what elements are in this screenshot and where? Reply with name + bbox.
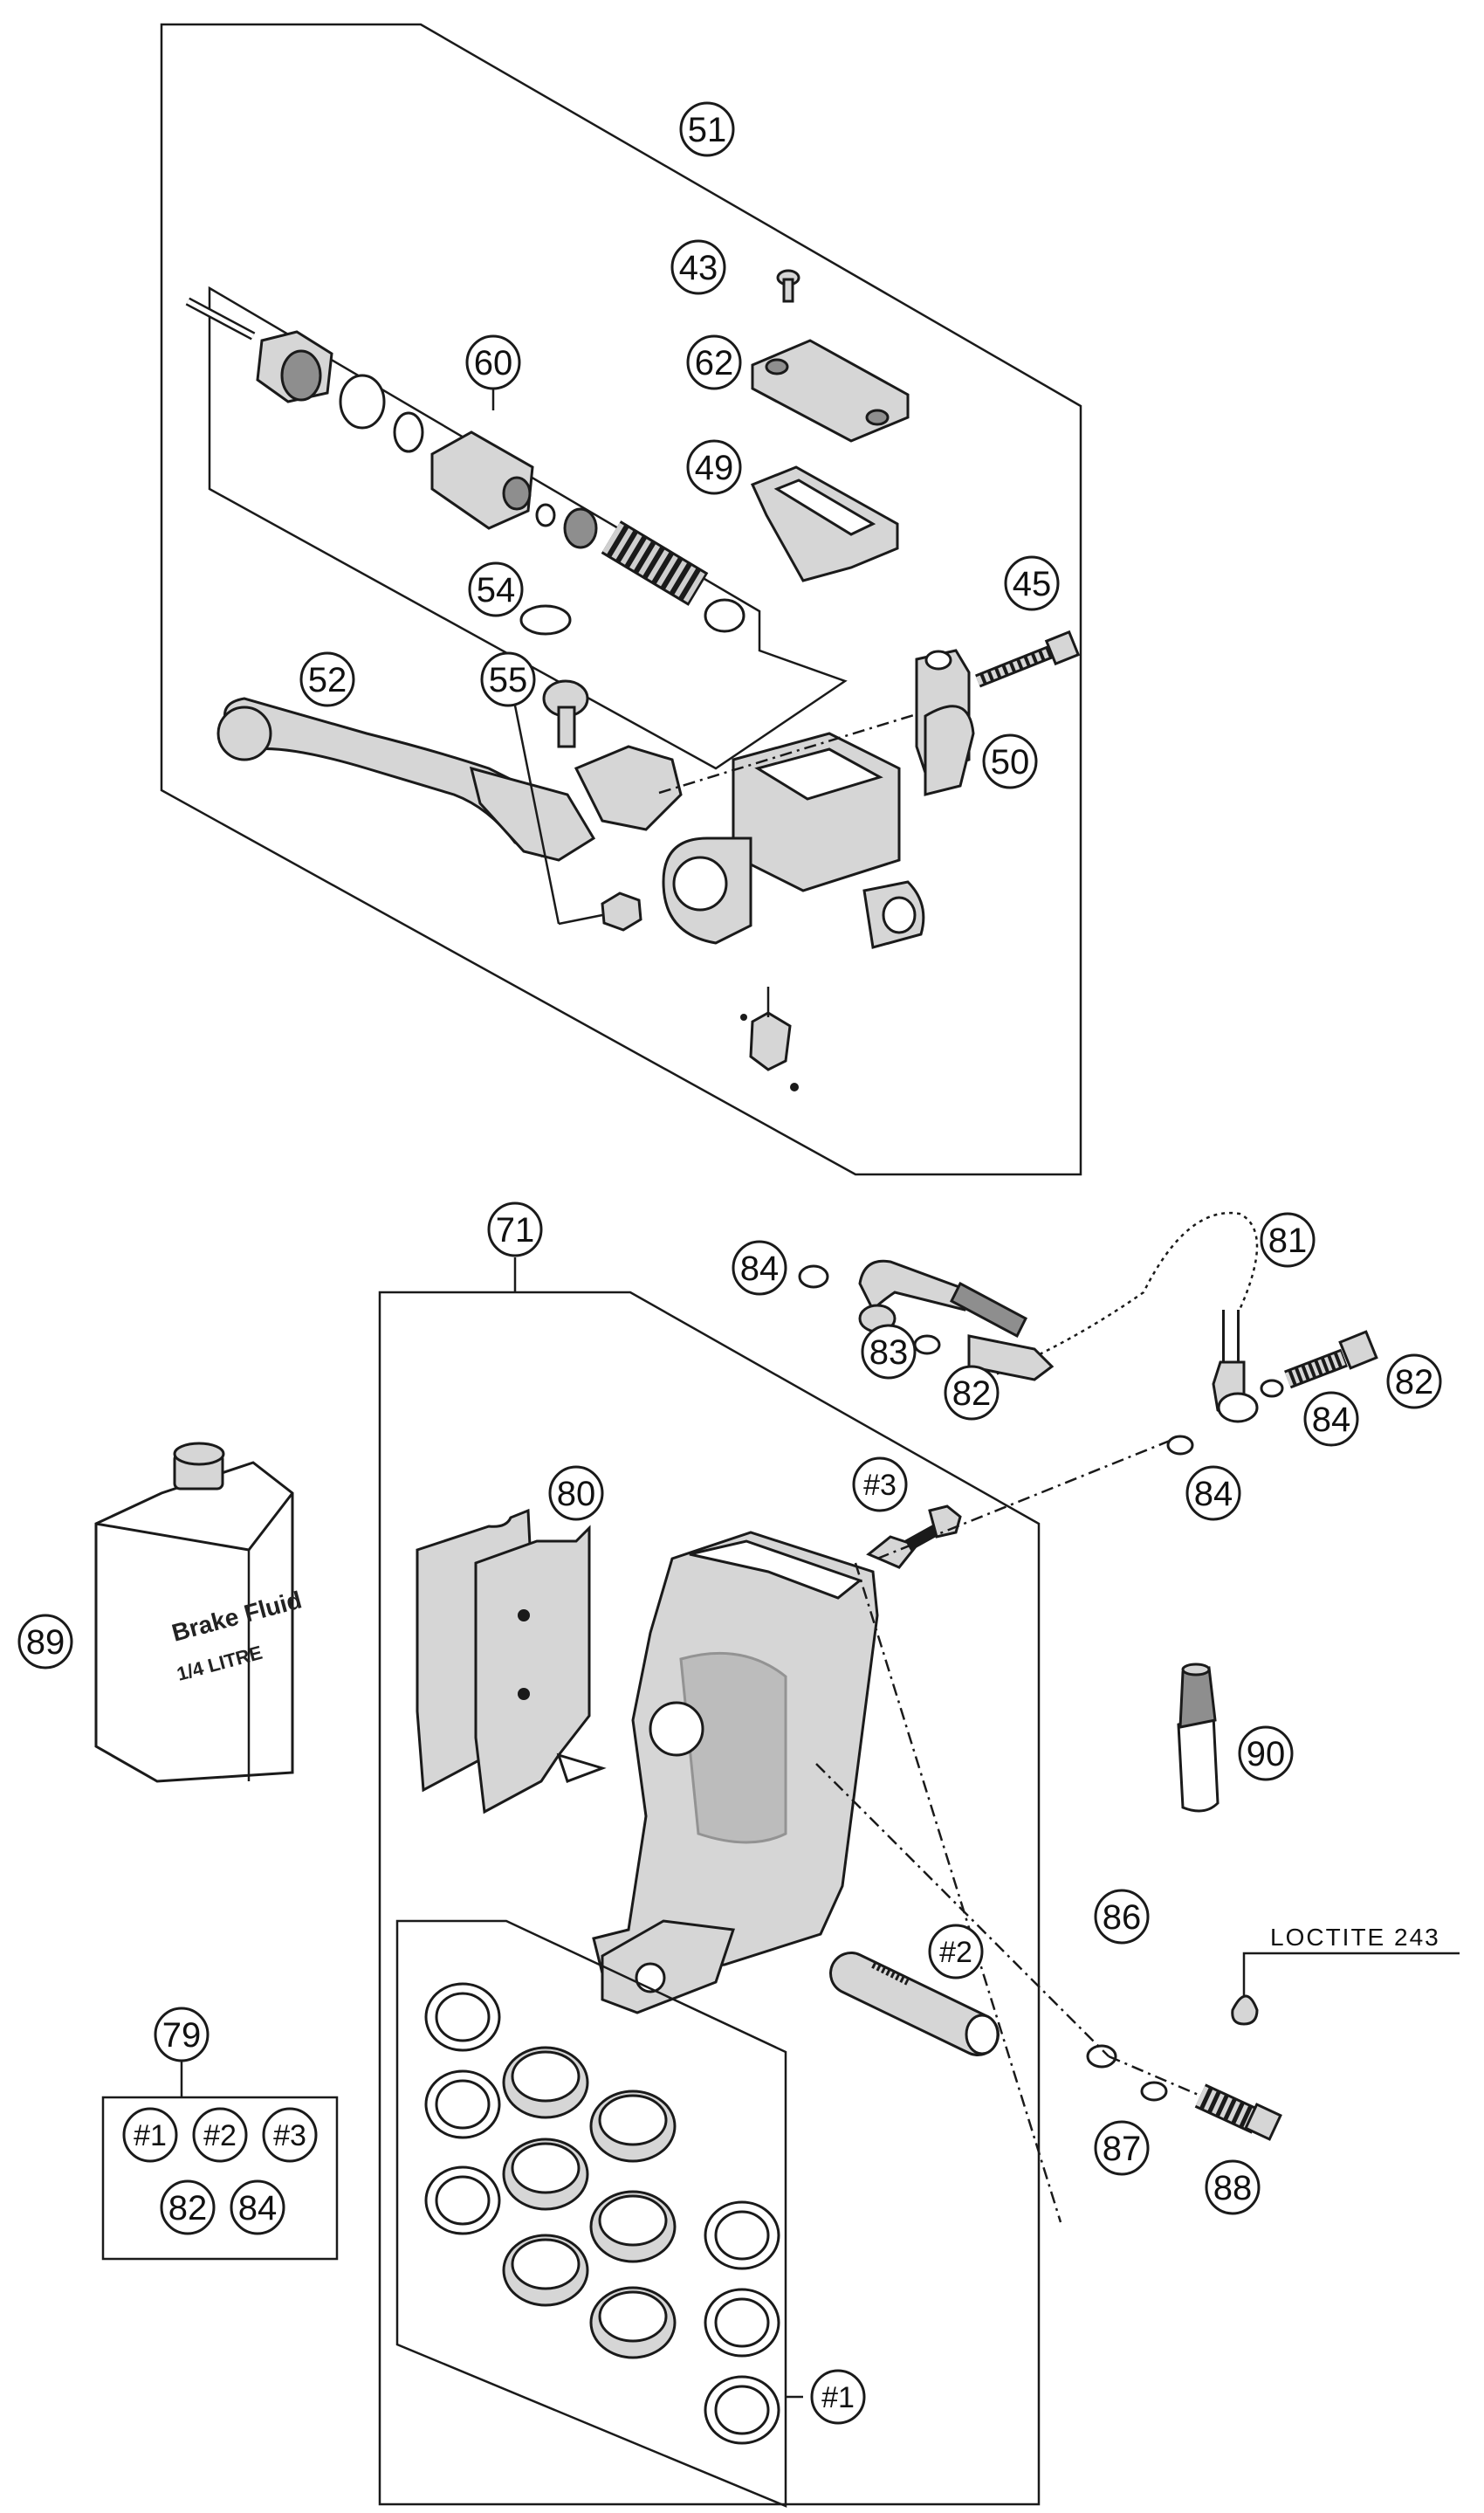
callout-43-text: 43	[679, 249, 718, 287]
callout-79: 79	[154, 2007, 210, 2062]
leader-55	[513, 705, 560, 925]
callout-90-text: 90	[1247, 1735, 1286, 1773]
callout-82-b: 82	[1386, 1353, 1442, 1409]
kit-item-1: #1	[122, 2107, 178, 2163]
kit-item-3: #3	[262, 2107, 318, 2163]
piston-kit-frame	[208, 286, 848, 770]
callout-52: 52	[299, 651, 355, 707]
callout-90: 90	[1238, 1725, 1294, 1781]
piston-kit-box	[395, 1919, 787, 2508]
loctite-label: LOCTITE 243	[1270, 1924, 1440, 1951]
loctite-bottle	[1177, 1663, 1219, 1813]
brake-hose	[858, 1211, 1259, 1423]
callout-43: 43	[670, 239, 726, 295]
callout-81-text: 81	[1268, 1222, 1308, 1260]
callout-89: 89	[17, 1614, 73, 1670]
callout-81: 81	[1260, 1212, 1316, 1268]
callout-86: 86	[1094, 1889, 1150, 1945]
callout-86-text: 86	[1103, 1898, 1142, 1937]
callout-60-text: 60	[474, 344, 513, 382]
callout-82-b-text: 82	[1395, 1363, 1434, 1401]
callout-45: 45	[1004, 555, 1060, 611]
callout-45-text: 45	[1013, 565, 1052, 603]
callout-84-a-text: 84	[740, 1250, 780, 1288]
callout-1: #1	[810, 2369, 866, 2425]
lever-pivot-bolt	[542, 679, 683, 932]
kit-guide-line	[854, 1562, 1062, 2223]
loctite-leader	[1242, 1952, 1460, 1995]
caliper-pin	[829, 1952, 1000, 2056]
repair-kit-box	[101, 2096, 339, 2261]
callout-1-text: #1	[821, 2381, 855, 2414]
kit-item-84-text: 84	[238, 2189, 278, 2227]
callout-2: #2	[928, 1924, 984, 1979]
callout-62: 62	[686, 334, 742, 390]
callout-52-text: 52	[308, 661, 347, 699]
caliper-frame	[378, 1291, 1041, 2506]
callout-2-text: #2	[939, 1936, 972, 1969]
kit-item-82-text: 82	[168, 2189, 208, 2227]
callout-84-c: 84	[1185, 1465, 1241, 1521]
callout-50: 50	[982, 733, 1038, 789]
callout-54: 54	[468, 561, 524, 617]
banjo-bolt-master	[975, 630, 1081, 688]
caliper-mount-hardware	[1086, 1994, 1282, 2141]
callout-49: 49	[686, 439, 742, 495]
callout-84-c-text: 84	[1194, 1475, 1233, 1513]
callout-3-text: #3	[863, 1469, 897, 1502]
callout-54-text: 54	[477, 571, 516, 609]
callout-50-text: 50	[991, 743, 1030, 781]
bleed-screw	[866, 1504, 962, 1569]
brake-pads	[416, 1508, 607, 1814]
callout-55-text: 55	[489, 661, 528, 699]
brake-fluid-can: Brake Fluid 1/4 LITRE	[94, 1442, 305, 1783]
leader-55-b	[558, 913, 603, 926]
master-assembly-guide-line	[658, 713, 917, 795]
callout-82-a: 82	[944, 1365, 1000, 1421]
callout-3: #3	[852, 1456, 908, 1512]
hose-to-caliper-line	[876, 1439, 1171, 1560]
kit-item-82: 82	[160, 2179, 216, 2235]
callout-49-text: 49	[695, 449, 734, 487]
brake-caliper-body	[592, 1531, 879, 2014]
callout-71: 71	[487, 1201, 543, 1257]
callout-62-text: 62	[695, 344, 734, 382]
bolt-axis-line	[1108, 2055, 1201, 2097]
callout-71-text: 71	[496, 1211, 535, 1250]
callout-83: 83	[861, 1324, 917, 1380]
callout-84-b-text: 84	[1312, 1401, 1351, 1439]
kit-item-1-text: #1	[134, 2119, 167, 2152]
reservoir-cover-parts	[750, 269, 910, 582]
callout-51-text: 51	[688, 111, 727, 149]
kit-item-2-text: #2	[203, 2119, 237, 2152]
callout-88-text: 88	[1213, 2169, 1253, 2207]
callout-60: 60	[465, 334, 521, 390]
callout-84-a: 84	[732, 1240, 787, 1296]
callout-55: 55	[480, 651, 536, 707]
master-cylinder-body	[662, 649, 975, 949]
master-piston-parts	[185, 297, 745, 636]
brake-light-switch	[740, 987, 799, 1091]
callout-80-text: 80	[557, 1475, 596, 1513]
caliper-pistons-and-seals	[424, 1982, 780, 2445]
callout-51: 51	[679, 101, 735, 157]
kit-item-84: 84	[230, 2179, 285, 2235]
callout-87: 87	[1094, 2120, 1150, 2176]
brake-lever	[216, 697, 596, 862]
kit-item-2: #2	[192, 2107, 248, 2163]
callout-89-text: 89	[26, 1623, 65, 1662]
callout-79-text: 79	[162, 2016, 202, 2055]
callout-83-text: 83	[869, 1333, 909, 1372]
callout-80: 80	[548, 1465, 604, 1521]
master-cylinder-frame	[160, 23, 1082, 1176]
callout-88: 88	[1205, 2159, 1261, 2215]
kit-item-3-text: #3	[273, 2119, 306, 2152]
callout-87-text: 87	[1103, 2130, 1142, 2168]
callout-84-b: 84	[1303, 1391, 1359, 1447]
callout-82-a-text: 82	[952, 1374, 992, 1413]
